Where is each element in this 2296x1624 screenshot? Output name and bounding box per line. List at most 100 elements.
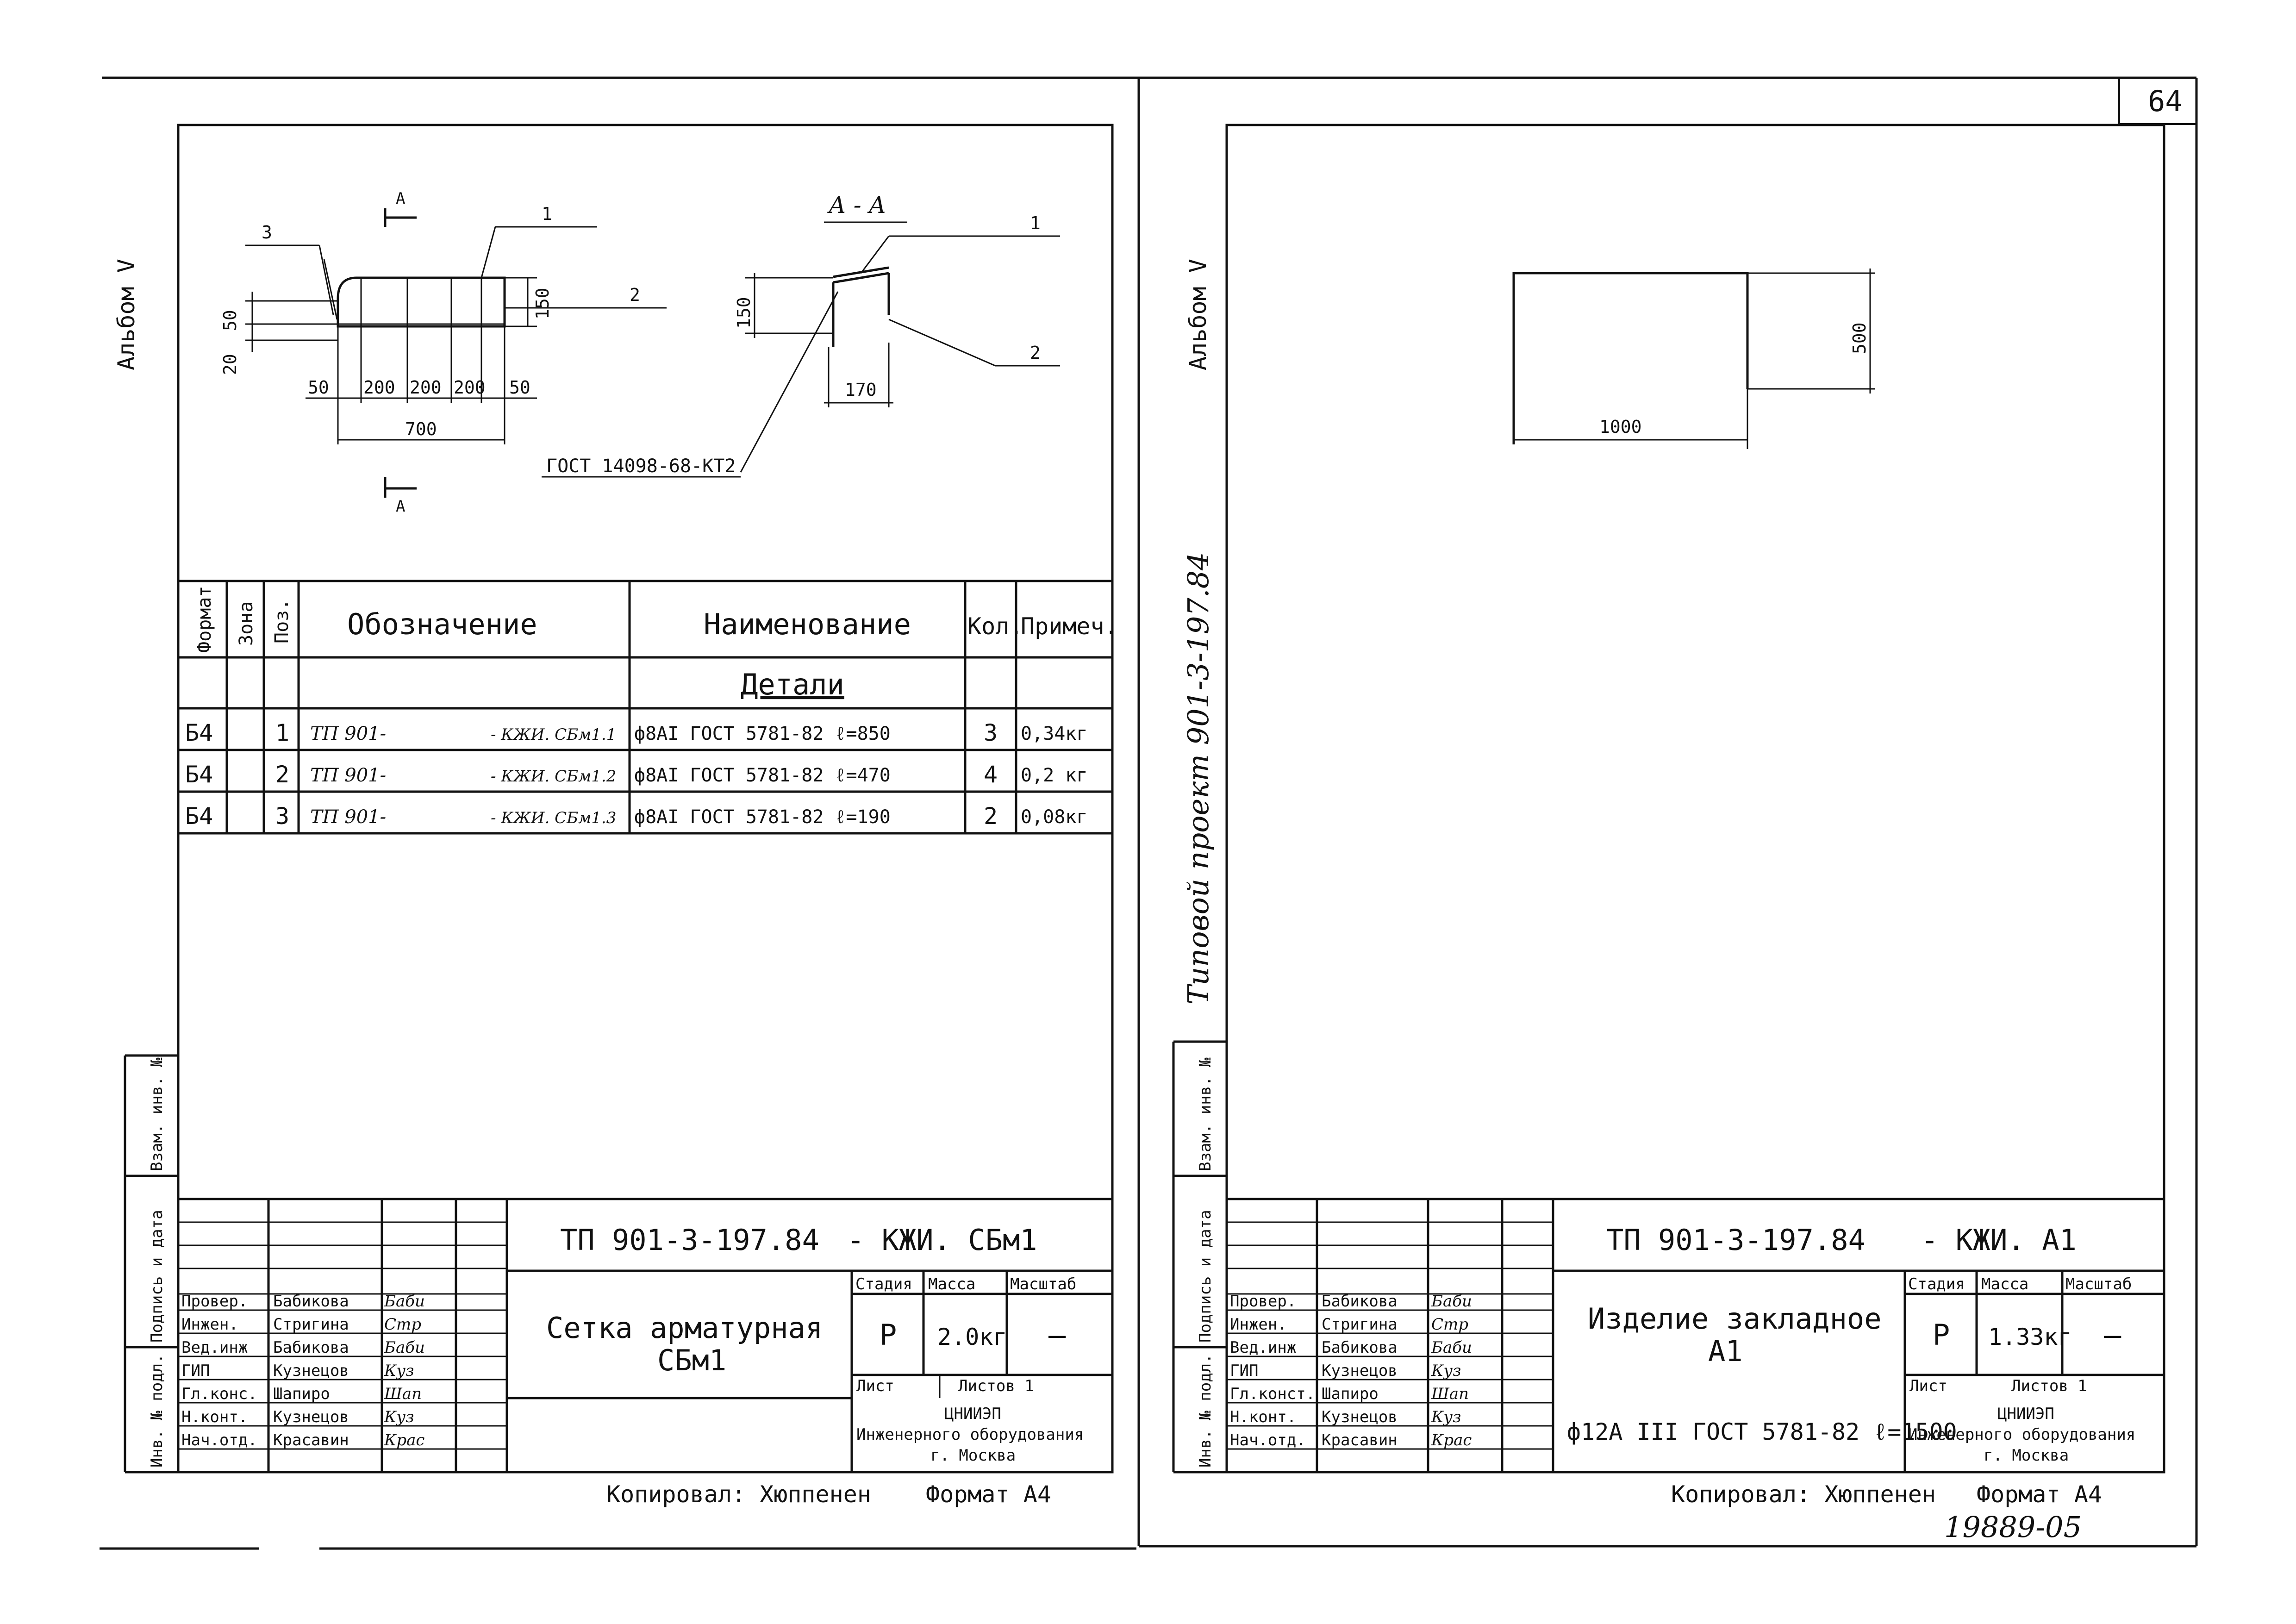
right-sheet-frame [1172, 124, 2165, 1474]
spec-header-note: Примеч. [1021, 613, 1118, 640]
spec-row: Б4 2 ТП 901- - КЖИ. СБм1.2 ф8АI ГОСТ 578… [185, 761, 1088, 788]
left-sheet-label: Лист [856, 1377, 894, 1395]
dim-1000: 1000 [1599, 417, 1642, 437]
sig-role: ГИП [1230, 1362, 1258, 1380]
sig-name: Кузнецов [273, 1408, 349, 1426]
right-mass: 1.33кг [1988, 1324, 2072, 1350]
left-vzam-label: Взам. инв. № [148, 1057, 166, 1171]
right-format: Формат А4 [1977, 1481, 2102, 1508]
sig-sign: Баби [1431, 1292, 1472, 1311]
aa-pos1: 1 [1030, 213, 1041, 233]
sig-role: Гл.конст. [1230, 1385, 1315, 1403]
sig-name: Кузнецов [1322, 1362, 1398, 1380]
dim-200c: 200 [454, 377, 486, 398]
right-material: ф12А III ГОСТ 5781-82 ℓ=1500 [1567, 1418, 1957, 1445]
left-copied-by: Копировал: Хюппенен [606, 1481, 871, 1508]
sheet-number: 64 [2148, 84, 2183, 118]
sig-name: Бабикова [273, 1292, 349, 1311]
left-doc-name-line2: СБм1 [657, 1343, 726, 1377]
spec-header-name: Наименование [704, 607, 911, 641]
sig-sign: Куз [1431, 1362, 1461, 1380]
spec-cell-format: Б4 [185, 719, 213, 746]
spec-cell-qty: 3 [984, 719, 998, 746]
spec-cell-designation-b: - КЖИ. СБм1.2 [491, 767, 616, 786]
spec-cell-note: 0,08кг [1021, 806, 1088, 828]
sig-name: Шапиро [273, 1385, 330, 1403]
right-stage-label: Стадия [1908, 1275, 1965, 1293]
spec-cell-qty: 2 [984, 803, 998, 830]
sig-sign: Куз [384, 1362, 414, 1380]
left-scale: — [1048, 1318, 1066, 1352]
left-inv-label: Инв. № подл. [148, 1354, 166, 1468]
right-signatures: Провер. Бабикова Баби Инжен. Стригина Ст… [1230, 1292, 1472, 1449]
spec-header-format: Формат [194, 586, 215, 653]
left-stage-label: Стадия [855, 1275, 912, 1293]
spec-cell-designation-a: ТП 901- [310, 806, 386, 828]
spec-row: Б4 1 ТП 901- - КЖИ. СБм1.1 ф8АI ГОСТ 578… [185, 719, 1088, 746]
spec-header-qty: Кол. [967, 613, 1023, 640]
left-title-block-grid [178, 1198, 1112, 1472]
right-doc-code: ТП 901-3-197.84 [1606, 1223, 1866, 1257]
sig-sign: Куз [1431, 1408, 1461, 1426]
sig-name: Бабикова [273, 1338, 349, 1357]
sig-role: Вед.инж [1230, 1338, 1296, 1357]
sig-name: Красавин [1322, 1431, 1398, 1449]
spec-cell-note: 0,2 кг [1021, 765, 1088, 786]
right-sign-date-label: Подпись и дата [1196, 1210, 1215, 1343]
sig-role: ГИП [181, 1362, 210, 1380]
sig-name: Красавин [273, 1431, 349, 1449]
left-format: Формат А4 [926, 1481, 1051, 1508]
left-sign-date-label: Подпись и дата [148, 1210, 166, 1343]
dim-150-section: 150 [734, 297, 754, 329]
sig-name: Бабикова [1322, 1292, 1398, 1311]
dim-50-vertical: 50 [220, 310, 240, 331]
section-label: А - А [827, 192, 886, 219]
aa-pos2: 2 [1030, 343, 1041, 363]
dim-200b: 200 [410, 377, 442, 398]
spec-cell-designation-a: ТП 901- [310, 765, 386, 786]
dim-170: 170 [845, 380, 877, 400]
spec-header-pos: Поз. [271, 599, 293, 643]
left-scale-label: Масштаб [1010, 1275, 1076, 1293]
left-org-line2: Инженерного оборудования [856, 1425, 1084, 1444]
left-album-label: Альбом V [113, 259, 140, 370]
sig-sign: Крас [384, 1431, 424, 1449]
pos3-label: 3 [262, 222, 272, 243]
outer-frame [100, 76, 2198, 1550]
sig-name: Кузнецов [273, 1362, 349, 1380]
mesh-elevation-drawing [337, 276, 506, 328]
right-org-line2: Инженерного оборудования [1908, 1425, 2135, 1444]
left-mass: 2.0кг [937, 1324, 1007, 1350]
right-org-line3: г. Москва [1984, 1446, 2069, 1465]
spec-cell-designation-b: - КЖИ. СБм1.1 [491, 725, 616, 744]
left-mass-label: Масса [928, 1275, 975, 1293]
spec-table-grid [178, 580, 1112, 835]
pos1-label: 1 [542, 204, 552, 224]
sig-sign: Шап [384, 1385, 422, 1403]
left-doc-code-suffix: - КЖИ. СБм1 [847, 1223, 1037, 1257]
spec-cell-note: 0,34кг [1021, 723, 1088, 744]
sig-name: Бабикова [1322, 1338, 1398, 1357]
spec-header-zone: Зона [236, 601, 257, 646]
spec-cell-qty: 4 [984, 761, 998, 788]
spec-cell-name: ф8АI ГОСТ 5781-82 ℓ=470 [634, 765, 891, 786]
left-org-line3: г. Москва [930, 1446, 1016, 1465]
sig-role: Н.конт. [1230, 1408, 1296, 1426]
section-marks [384, 208, 417, 498]
section-mark-bottom: А [396, 497, 405, 516]
sig-sign: Баби [384, 1338, 425, 1357]
section-aa-drawing [542, 221, 1060, 478]
spec-cell-designation-a: ТП 901- [310, 723, 386, 744]
sig-role: Провер. [181, 1292, 248, 1311]
spec-cell-format: Б4 [185, 761, 213, 788]
spec-cell-pos: 2 [275, 761, 289, 788]
sig-role: Нач.отд. [1230, 1431, 1306, 1449]
sig-role: Нач.отд. [181, 1431, 257, 1449]
right-doc-name-line1: Изделие закладное [1588, 1302, 1882, 1336]
dim-200a: 200 [363, 377, 395, 398]
sig-sign: Шап [1431, 1385, 1469, 1403]
sig-role: Инжен. [181, 1315, 238, 1334]
sig-name: Стригина [1322, 1315, 1398, 1334]
right-scale-label: Масштаб [2065, 1275, 2132, 1293]
